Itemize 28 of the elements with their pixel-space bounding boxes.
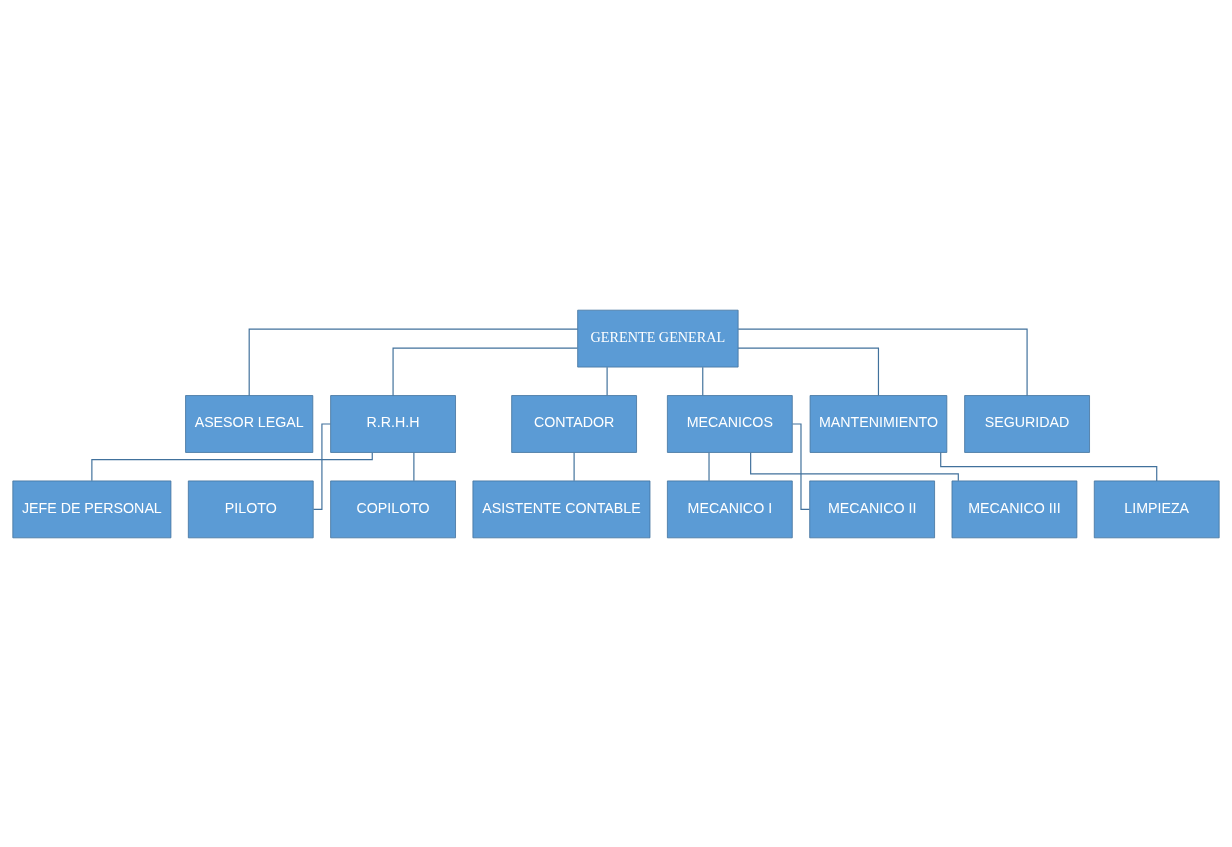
connector [791,422,811,510]
connector [248,328,579,396]
node-box: MECANICOS [667,394,793,453]
node-box: CONTADOR [511,394,637,453]
node-box: MECANICO I [667,480,793,538]
connector [708,451,710,481]
node-box: ASISTENTE CONTABLE [472,480,651,538]
connector [413,451,415,481]
node-box: MECANICO III [951,480,1078,538]
node-box: MECANICO II [809,480,935,538]
node-box: SEGURIDAD [964,394,1090,453]
connector [392,347,578,396]
connector [737,347,880,396]
connector [702,366,704,396]
node-box: MANTENIMIENTO [809,394,948,453]
node-box: PILOTO [187,480,314,538]
connector [606,366,608,396]
node-box: R.R.H.H [330,394,456,453]
node-box: COPILOTO [330,480,456,538]
node-box: GERENTE GENERAL [577,309,739,367]
connector [91,451,373,481]
connector [573,451,575,481]
connector [737,328,1028,396]
connector [750,451,959,481]
node-box: ASESOR LEGAL [185,394,314,453]
node-box: JEFE DE PERSONAL [12,480,172,538]
connector [312,422,331,510]
node-box: LIMPIEZA [1093,480,1220,538]
